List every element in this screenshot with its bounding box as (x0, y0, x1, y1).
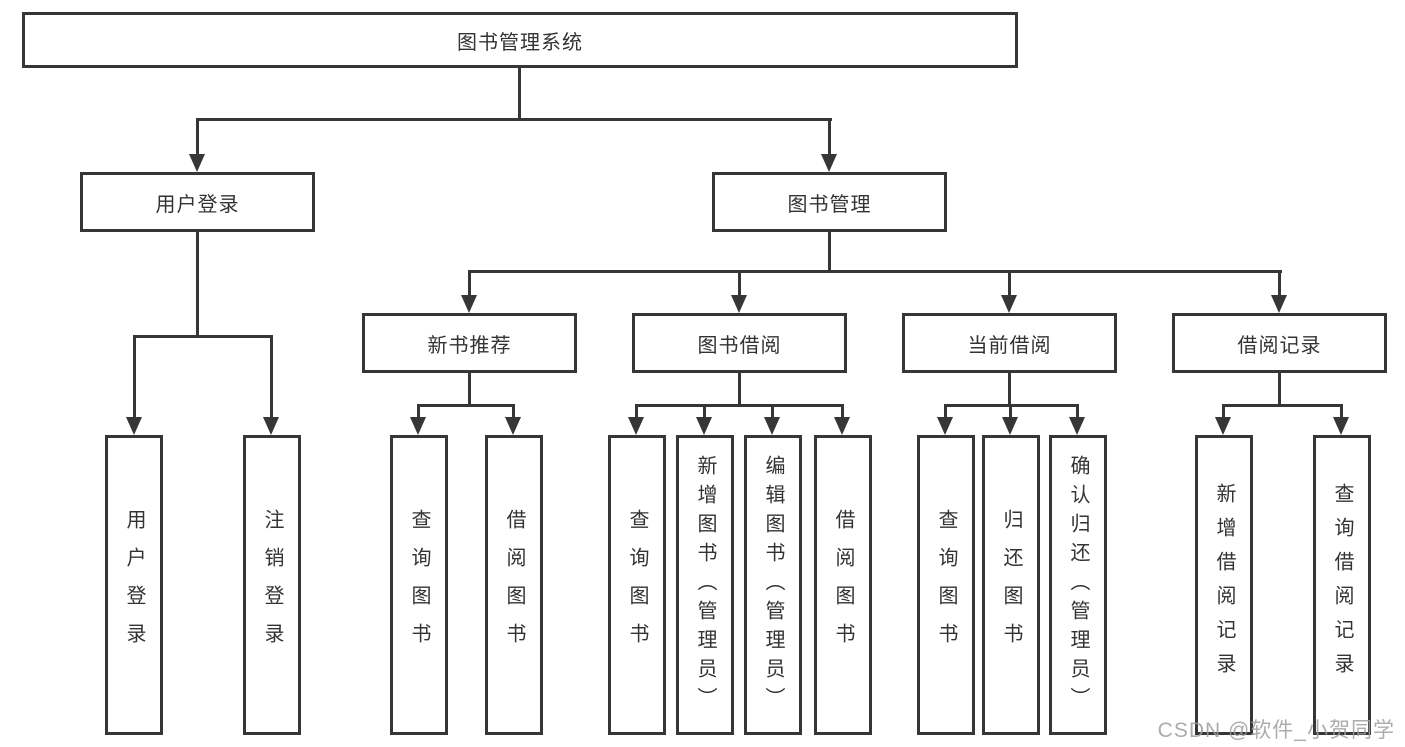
node-leaf-borrow-books: 借阅图书 (814, 435, 872, 735)
node-user-login: 用户登录 (80, 172, 315, 232)
node-new-book-recommend: 新书推荐 (362, 313, 577, 373)
connector-line (1008, 373, 1011, 406)
leaf-label: 查询图书 (935, 509, 957, 661)
node-leaf-user-login: 用户登录 (105, 435, 163, 735)
connector-line (1278, 270, 1281, 297)
connector-line (1009, 404, 1012, 418)
node-leaf-query-books: 查询图书 (608, 435, 666, 735)
node-root: 图书管理系统 (22, 12, 1018, 68)
connector-line (771, 404, 774, 418)
arrowhead (505, 417, 521, 435)
connector-line (1340, 404, 1343, 418)
connector-line (133, 335, 136, 419)
arrowhead (461, 295, 477, 313)
connector-line (270, 335, 273, 419)
arrowhead (1215, 417, 1231, 435)
connector-line (738, 373, 741, 406)
node-leaf-confirm-return-admin: 确认归还（管理员） (1049, 435, 1107, 735)
arrowhead (1333, 417, 1349, 435)
connector-line (468, 373, 471, 406)
arrowhead (834, 417, 850, 435)
arrowhead (189, 154, 205, 172)
arrowhead (821, 154, 837, 172)
connector-book-mgmt-branch (469, 270, 1282, 273)
connector-line (417, 404, 420, 418)
connector-line (512, 404, 515, 418)
leaf-label: 借阅图书 (832, 509, 854, 661)
node-current-borrow: 当前借阅 (902, 313, 1117, 373)
connector-book-mgmt-stem (828, 232, 831, 272)
leaf-label: 查询图书 (408, 509, 430, 661)
arrowhead (696, 417, 712, 435)
node-leaf-return-books: 归还图书 (982, 435, 1040, 735)
node-leaf-query-books: 查询图书 (390, 435, 448, 735)
connector-line (1008, 270, 1011, 297)
node-leaf-add-books-admin: 新增图书（管理员） (676, 435, 734, 735)
node-leaf-borrow-books: 借阅图书 (485, 435, 543, 735)
connector-line (738, 270, 741, 297)
connector-root-branch (196, 118, 832, 121)
node-book-borrow: 图书借阅 (632, 313, 847, 373)
arrowhead (126, 417, 142, 435)
arrowhead (1001, 295, 1017, 313)
leaf-label: 用户登录 (123, 509, 145, 661)
node-leaf-add-borrow-record: 新增借阅记录 (1195, 435, 1253, 735)
csdn-watermark: CSDN @软件_小贺同学 (1157, 719, 1395, 742)
connector-line (417, 404, 515, 407)
arrowhead (764, 417, 780, 435)
leaf-label: 注销登录 (261, 509, 283, 661)
connector-line (703, 404, 706, 418)
arrowhead (1002, 417, 1018, 435)
arrowhead (731, 295, 747, 313)
arrowhead (1271, 295, 1287, 313)
leaf-label: 编辑图书（管理员） (762, 454, 784, 716)
node-leaf-query-borrow-record: 查询借阅记录 (1313, 435, 1371, 735)
leaf-label: 借阅图书 (503, 509, 525, 661)
node-borrow-records: 借阅记录 (1172, 313, 1387, 373)
connector-line (1278, 373, 1281, 406)
connector-line (1222, 404, 1343, 407)
leaf-label: 归还图书 (1000, 509, 1022, 661)
node-leaf-logout: 注销登录 (243, 435, 301, 735)
arrowhead (1069, 417, 1085, 435)
connector-user-login-branch (133, 335, 273, 338)
node-leaf-edit-books-admin: 编辑图书（管理员） (744, 435, 802, 735)
connector-user-login-stem (196, 232, 199, 336)
connector-to-user-login (196, 118, 199, 156)
leaf-label: 查询借阅记录 (1331, 483, 1353, 687)
arrowhead (937, 417, 953, 435)
arrowhead (628, 417, 644, 435)
leaf-label: 确认归还（管理员） (1067, 454, 1089, 716)
arrowhead (410, 417, 426, 435)
leaf-label: 新增图书（管理员） (694, 454, 716, 716)
connector-line (841, 404, 844, 418)
arrowhead (263, 417, 279, 435)
connector-line (944, 404, 947, 418)
node-leaf-query-books: 查询图书 (917, 435, 975, 735)
connector-line (1076, 404, 1079, 418)
connector-line (468, 270, 471, 297)
connector-line (635, 404, 638, 418)
connector-to-book-mgmt (828, 118, 831, 156)
leaf-label: 查询图书 (626, 509, 648, 661)
connector-line (1222, 404, 1225, 418)
node-book-management: 图书管理 (712, 172, 947, 232)
connector-line (635, 404, 844, 407)
connector-root-stem (518, 66, 521, 118)
leaf-label: 新增借阅记录 (1213, 483, 1235, 687)
